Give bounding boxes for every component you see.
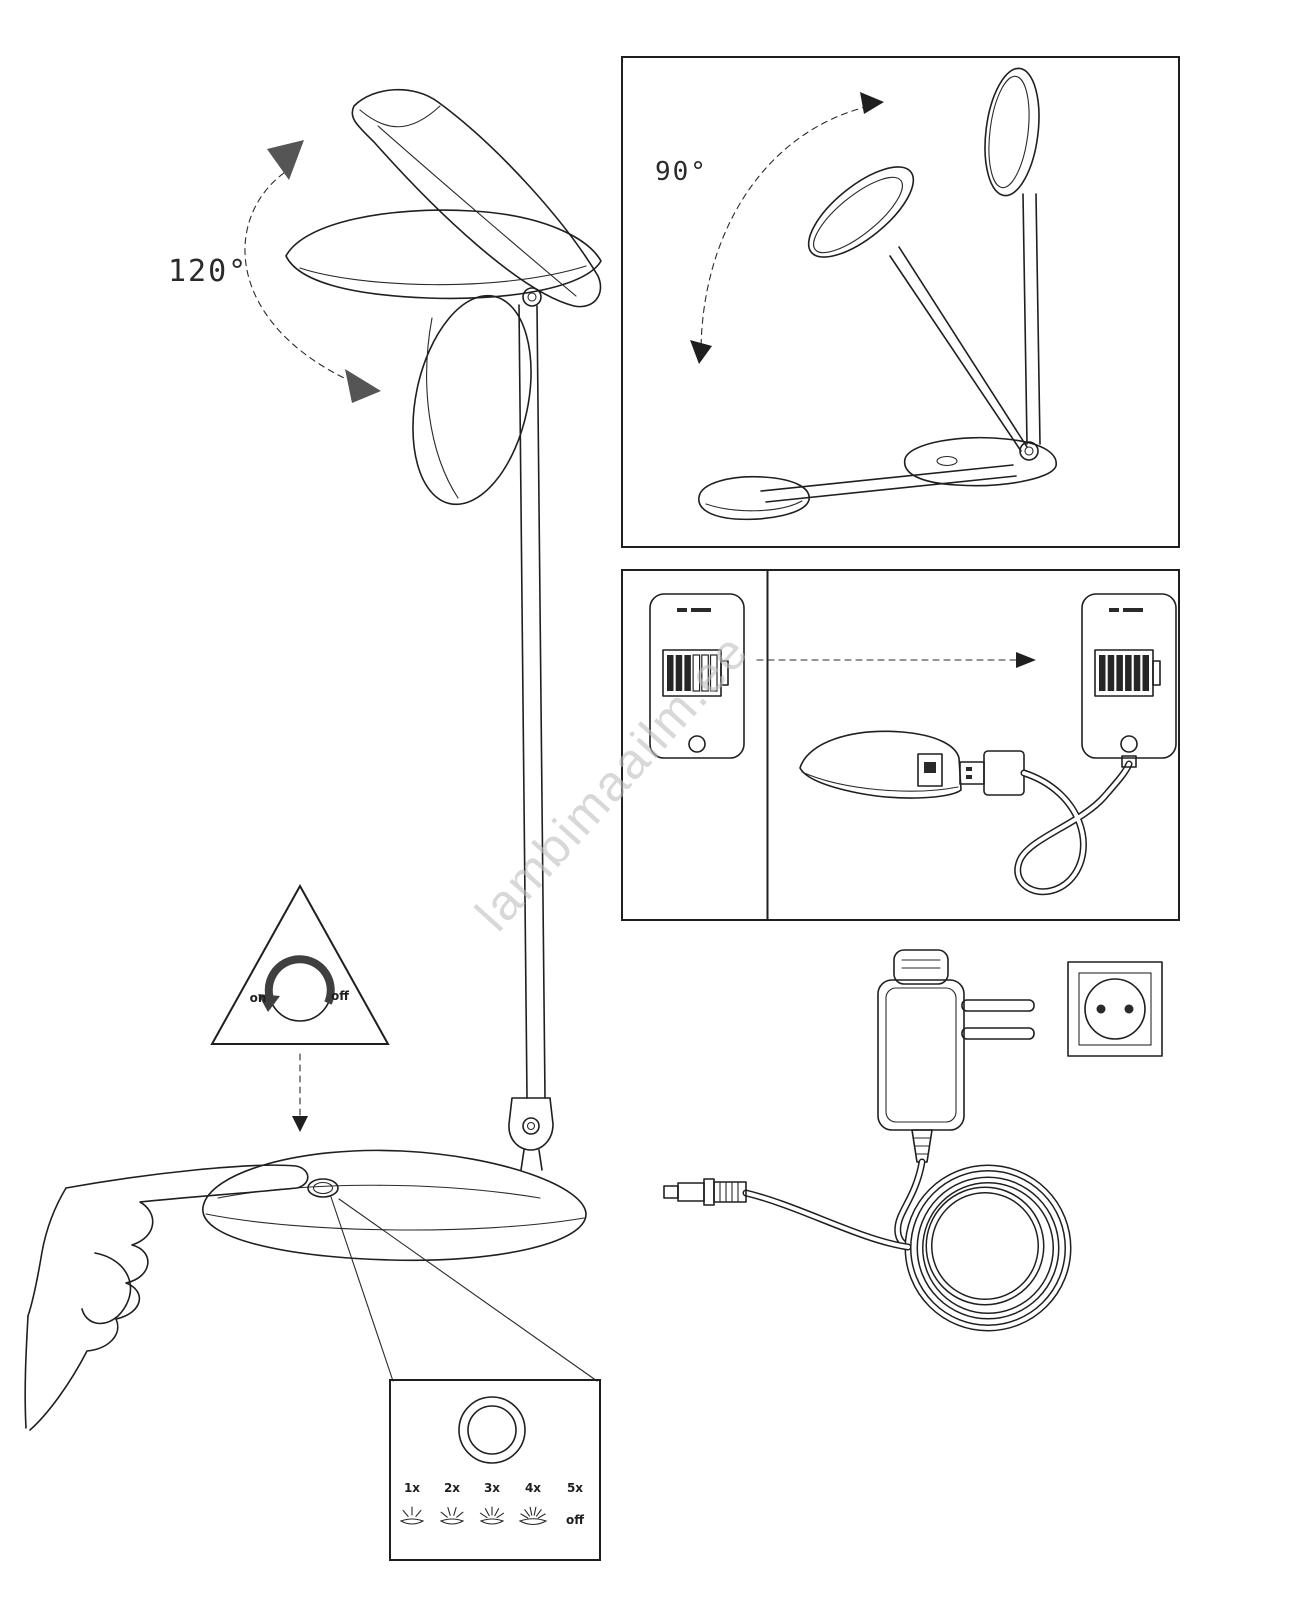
tilt-angle-label: 120° <box>168 254 248 289</box>
lamp-head-raised-position <box>351 88 602 308</box>
brightness-icon-1x <box>399 1506 425 1525</box>
dial-arrow-icon <box>258 994 280 1012</box>
main-lamp-illustration <box>202 88 602 1262</box>
head-pivot-joint <box>522 287 542 307</box>
coiled-cable <box>904 1164 1072 1332</box>
brightness-icon-2x <box>439 1507 465 1525</box>
dial-triangle-annotation: on off <box>210 883 390 1132</box>
touch-button-zoom[interactable] <box>458 1396 526 1464</box>
fold-panel: 90° <box>621 56 1180 548</box>
charge-panel <box>621 569 1180 921</box>
level-label-2x: 2x <box>444 1481 460 1495</box>
callout-line <box>330 1196 394 1382</box>
power-adapter-illustration <box>663 949 1072 1332</box>
fold-angle-label: 90° <box>655 157 708 187</box>
home-button-icon <box>688 735 706 753</box>
callout-line <box>338 1198 598 1382</box>
fold-arc <box>700 103 880 357</box>
level-label-5x: 5x <box>567 1481 583 1495</box>
level-label-3x: 3x <box>484 1481 500 1495</box>
dial-off-label: off <box>331 989 349 1003</box>
press-arrow-head-icon <box>292 1116 308 1132</box>
usb-cable <box>1014 760 1133 896</box>
folded-lamp-illustration <box>698 67 1057 521</box>
triangle-outline <box>210 883 390 1045</box>
lamp-head-down-position <box>412 294 532 506</box>
usb-port-icon <box>917 753 943 787</box>
fold-panel-border <box>621 56 1180 548</box>
plug-pin-icon <box>961 999 1035 1012</box>
charge-arrow-head-icon <box>1016 652 1036 668</box>
wall-socket-icon <box>1067 961 1163 1057</box>
level-label-4x: 4x <box>525 1481 541 1495</box>
arm-base-joint <box>508 1097 554 1171</box>
usb-charging-detail <box>799 730 1137 896</box>
fold-arrow-bottom-icon <box>690 340 712 364</box>
brightness-icon-3x <box>479 1506 505 1525</box>
tilt-arc <box>244 166 347 380</box>
phone-low-battery-icon <box>649 593 745 759</box>
off-label: off <box>566 1513 584 1527</box>
strain-relief <box>911 1129 933 1163</box>
charge-panel-border <box>621 569 1180 921</box>
dial-arc <box>264 955 335 1006</box>
dc-plug-icon <box>663 1178 747 1206</box>
dial-on-label: on <box>250 991 267 1005</box>
tilt-annotation: 120° <box>168 140 381 403</box>
button-detail-callout: 1x 2x 3x 4x 5x <box>330 1196 601 1561</box>
lamp-arm <box>518 304 546 1099</box>
phone-full-battery-icon <box>1081 593 1177 759</box>
lamp-base <box>202 1149 587 1262</box>
tilt-arrow-up-icon <box>267 140 304 180</box>
hand-illustration <box>24 1164 309 1431</box>
watermark-text: lambimaailm.ee <box>465 623 760 941</box>
fold-arrow-top-icon <box>860 92 884 114</box>
level-label-1x: 1x <box>404 1481 420 1495</box>
plug-pin-icon <box>961 1027 1035 1040</box>
tilt-arrow-down-icon <box>345 369 381 403</box>
adapter-cap <box>893 949 949 985</box>
lamp-head-horizontal-position <box>285 209 602 300</box>
phone-connector-icon <box>1121 755 1137 768</box>
brightness-icon-4x <box>518 1506 548 1526</box>
adapter-body <box>877 979 965 1131</box>
home-button-icon <box>1120 735 1138 753</box>
usb-plug-icon <box>959 750 1025 796</box>
detail-box-border <box>389 1379 601 1561</box>
touch-button[interactable] <box>307 1178 339 1198</box>
